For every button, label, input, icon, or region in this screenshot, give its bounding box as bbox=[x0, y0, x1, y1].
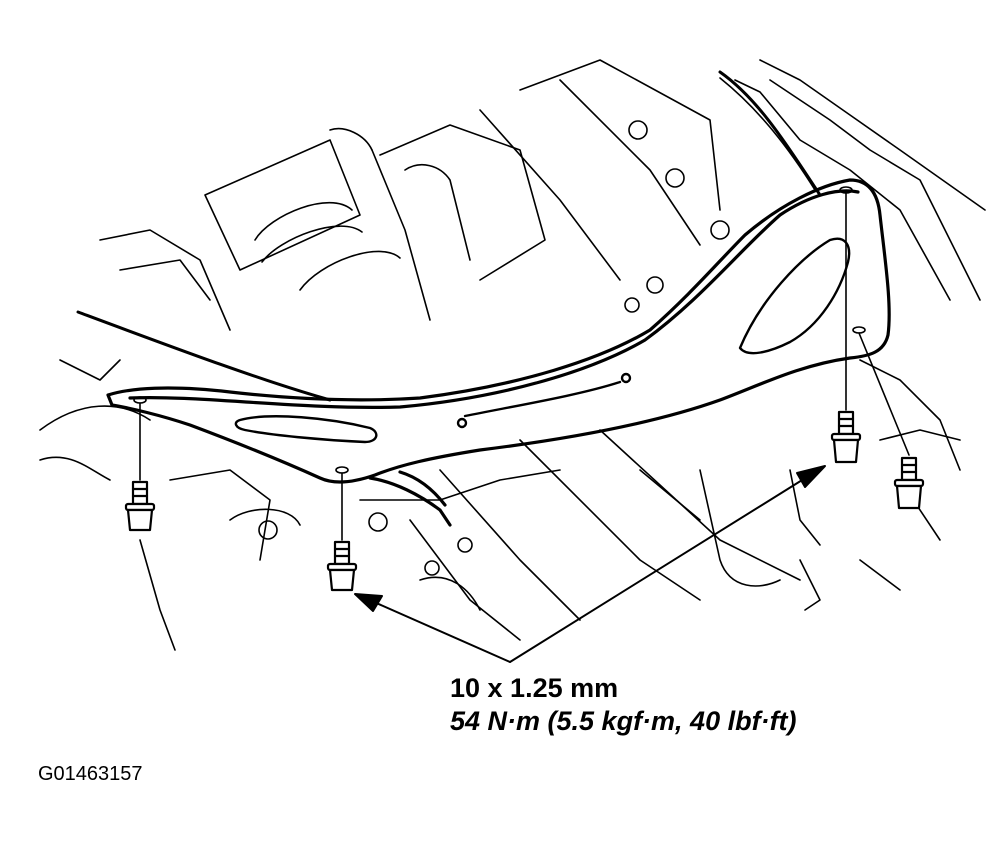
frame-rail bbox=[76, 70, 822, 402]
flange-bolt-3 bbox=[830, 410, 862, 464]
figure-id: G01463157 bbox=[38, 763, 143, 785]
bolt-guide-lines bbox=[133, 186, 910, 541]
flange-bolt-4 bbox=[893, 456, 925, 510]
subframe-cutouts bbox=[234, 237, 851, 444]
background-components bbox=[39, 59, 986, 651]
flange-bolts bbox=[124, 410, 925, 592]
callout-leader-lines bbox=[354, 465, 826, 663]
bolt-spec-callout: 10 x 1.25 mm 54 N·m (5.5 kgf·m, 40 lbf·f… bbox=[450, 672, 797, 738]
bolt-size-label: 10 x 1.25 mm bbox=[450, 673, 619, 703]
flange-bolt-2 bbox=[326, 540, 358, 592]
torque-spec-label: 54 N·m (5.5 kgf·m, 40 lbf·ft) bbox=[450, 706, 797, 736]
subframe-brace bbox=[106, 178, 891, 527]
flange-bolt-1 bbox=[124, 480, 156, 532]
